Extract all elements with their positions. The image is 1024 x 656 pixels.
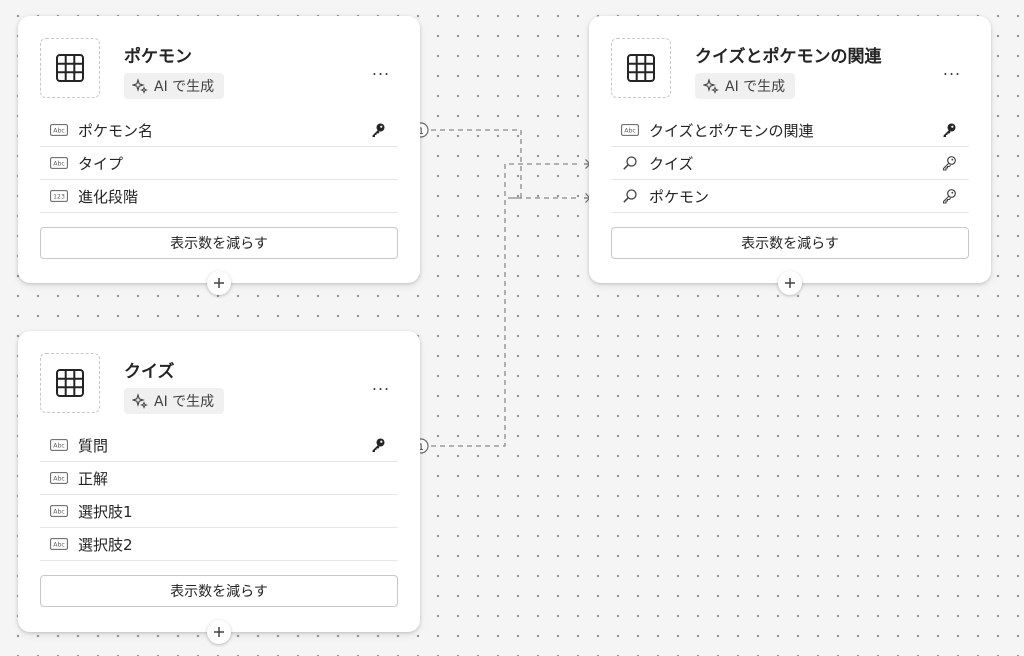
lookup-icon — [621, 189, 639, 203]
ai-badge-label: AI で生成 — [154, 394, 215, 410]
field-name: ポケモン名 — [78, 121, 154, 140]
field-row-choice-2[interactable]: Abc 選択肢2 — [40, 528, 398, 561]
sparkle-icon — [132, 78, 148, 94]
svg-text:Abc: Abc — [53, 476, 65, 483]
ai-generated-badge: AI で生成 — [124, 388, 225, 414]
add-field-button[interactable] — [207, 271, 231, 295]
field-row-type[interactable]: Abc タイプ — [40, 147, 398, 180]
connector-pokemon-to-relation — [399, 129, 580, 199]
field-list: Abc ポケモン名 Abc タイプ 123 進化段階 — [40, 114, 398, 213]
text-field-icon: Abc — [50, 157, 68, 169]
field-name: 選択肢1 — [78, 502, 133, 521]
sparkle-icon — [703, 78, 719, 94]
field-row-question[interactable]: Abc 質問 — [40, 429, 398, 462]
field-row-relation-name[interactable]: Abc クイズとポケモンの関連 — [611, 114, 969, 147]
field-row-choice-1[interactable]: Abc 選択肢1 — [40, 495, 398, 528]
field-name: クイズとポケモンの関連 — [649, 121, 814, 140]
lookup-icon — [621, 156, 639, 170]
field-name: クイズ — [649, 154, 694, 173]
key-icon — [370, 437, 386, 453]
field-name: タイプ — [78, 154, 124, 173]
ai-badge-label: AI で生成 — [725, 79, 786, 95]
field-row-quiz-lookup[interactable]: クイズ — [611, 147, 969, 180]
table-grid-icon — [40, 38, 100, 98]
field-row-pokemon-name[interactable]: Abc ポケモン名 — [40, 114, 398, 147]
table-card-pokemon[interactable]: ポケモン AI で生成 ... Abc ポケモン名 Abc タイプ 123 進化… — [18, 16, 420, 295]
table-grid-icon — [611, 38, 671, 98]
field-list: Abc クイズとポケモンの関連 クイズ ポケモン — [611, 114, 969, 213]
show-less-button[interactable]: 表示数を減らす — [40, 227, 398, 259]
text-field-icon: Abc — [621, 124, 639, 136]
table-card-quiz-pokemon-relation[interactable]: クイズとポケモンの関連 AI で生成 ... Abc クイズとポケモンの関連 ク… — [589, 16, 991, 295]
plus-icon — [785, 278, 795, 288]
field-row-evolution-stage[interactable]: 123 進化段階 — [40, 180, 398, 213]
field-row-pokemon-lookup[interactable]: ポケモン — [611, 180, 969, 213]
field-name: 正解 — [78, 469, 109, 488]
table-card-quiz[interactable]: クイズ AI で生成 ... Abc 質問 Abc 正解 Abc 選択肢1 A — [18, 331, 420, 644]
key-outline-icon — [941, 155, 957, 171]
table-title: クイズとポケモンの関連 — [695, 47, 882, 67]
text-field-icon: Abc — [50, 472, 68, 484]
svg-text:Abc: Abc — [624, 128, 636, 135]
plus-icon — [214, 627, 224, 637]
table-title: ポケモン — [124, 47, 192, 67]
more-options-button[interactable]: ... — [371, 59, 391, 79]
svg-text:Abc: Abc — [53, 128, 65, 135]
svg-text:Abc: Abc — [53, 542, 65, 549]
connector-quiz-to-relation — [399, 163, 580, 447]
text-field-icon: Abc — [50, 124, 68, 136]
key-icon — [941, 122, 957, 138]
text-field-icon: Abc — [50, 538, 68, 550]
svg-text:123: 123 — [53, 194, 65, 201]
field-row-answer[interactable]: Abc 正解 — [40, 462, 398, 495]
show-less-button[interactable]: 表示数を減らす — [611, 227, 969, 259]
more-options-button[interactable]: ... — [371, 374, 391, 394]
text-field-icon: Abc — [50, 439, 68, 451]
ai-badge-label: AI で生成 — [154, 79, 215, 95]
field-name: 質問 — [78, 436, 109, 455]
key-icon — [370, 122, 386, 138]
field-list: Abc 質問 Abc 正解 Abc 選択肢1 Abc 選択肢2 — [40, 429, 398, 561]
key-outline-icon — [941, 188, 957, 204]
table-title: クイズ — [124, 362, 175, 382]
card-header: クイズとポケモンの関連 AI で生成 ... — [589, 16, 991, 114]
sparkle-icon — [132, 393, 148, 409]
table-grid-icon — [40, 353, 100, 413]
add-field-button[interactable] — [778, 271, 802, 295]
plus-icon — [214, 278, 224, 288]
svg-text:Abc: Abc — [53, 161, 65, 168]
add-field-button[interactable] — [207, 620, 231, 644]
field-name: ポケモン — [649, 187, 710, 206]
ai-generated-badge: AI で生成 — [124, 73, 225, 99]
ai-generated-badge: AI で生成 — [695, 73, 796, 99]
field-name: 選択肢2 — [78, 535, 133, 554]
text-field-icon: Abc — [50, 505, 68, 517]
svg-text:Abc: Abc — [53, 509, 65, 516]
more-options-button[interactable]: ... — [942, 59, 962, 79]
field-name: 進化段階 — [78, 187, 139, 206]
card-header: クイズ AI で生成 ... — [18, 331, 420, 429]
card-header: ポケモン AI で生成 ... — [18, 16, 420, 114]
svg-text:Abc: Abc — [53, 443, 65, 450]
show-less-button[interactable]: 表示数を減らす — [40, 575, 398, 607]
number-field-icon: 123 — [50, 190, 68, 202]
